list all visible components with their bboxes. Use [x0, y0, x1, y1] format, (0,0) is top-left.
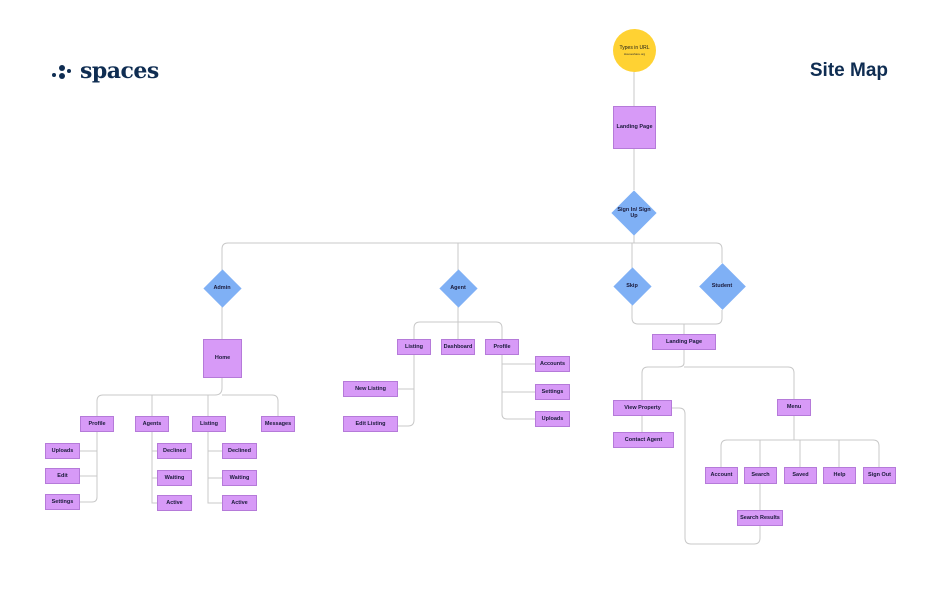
node-menu: Menu: [777, 399, 811, 416]
spaces-logo: spaces: [52, 58, 159, 84]
node-accounts: Accounts: [535, 356, 570, 372]
start-node: Types in URL Houseshare.org: [613, 29, 656, 72]
node-help: Help: [823, 467, 856, 484]
node-agent-dashboard: Dashboard: [441, 339, 475, 355]
node-landing-page: Landing Page: [613, 106, 656, 149]
node-new-listing: New Listing: [343, 381, 398, 397]
decision-skip-label: Skip: [626, 282, 638, 289]
node-admin-listing: Listing: [192, 416, 226, 432]
node-contact-agent: Contact Agent: [613, 432, 674, 448]
node-admin-messages: Messages: [261, 416, 295, 432]
node-agents-active: Active: [157, 495, 192, 511]
node-listing-declined: Declined: [222, 443, 257, 459]
node-admin-agents: Agents: [135, 416, 169, 432]
page-title: Site Map: [809, 60, 888, 81]
decision-agent-label: Agent: [450, 284, 466, 291]
start-url: Houseshare.org: [623, 52, 646, 56]
node-home: Home: [203, 339, 242, 378]
decision-admin: Admin: [202, 268, 242, 308]
node-agent-uploads: Uploads: [535, 411, 570, 427]
node-view-property: View Property: [613, 400, 672, 416]
node-search-results: Search Results: [737, 510, 783, 526]
node-admin-settings: Settings: [45, 494, 80, 510]
decision-student: Student: [698, 262, 746, 310]
decision-sign-in-label: Sign In/ Sign Up: [617, 206, 651, 219]
node-agents-waiting: Waiting: [157, 470, 192, 486]
node-agent-listing: Listing: [397, 339, 431, 355]
decision-skip: Skip: [612, 266, 652, 306]
node-admin-uploads: Uploads: [45, 443, 80, 459]
node-listing-waiting: Waiting: [222, 470, 257, 486]
node-admin-profile: Profile: [80, 416, 114, 432]
node-listing-active: Active: [222, 495, 257, 511]
node-student-landing: Landing Page: [652, 334, 716, 350]
decision-sign-in: Sign In/ Sign Up: [609, 190, 659, 236]
node-search: Search: [744, 467, 777, 484]
node-agent-profile: Profile: [485, 339, 519, 355]
decision-agent: Agent: [438, 268, 478, 308]
node-account: Account: [705, 467, 738, 484]
logo-dots-icon: [52, 62, 74, 80]
node-agents-declined: Declined: [157, 443, 192, 459]
node-agent-settings: Settings: [535, 384, 570, 400]
node-sign-out: Sign Out: [863, 467, 896, 484]
logo-text: spaces: [80, 58, 159, 84]
start-label: Types in URL: [619, 45, 650, 51]
decision-admin-label: Admin: [213, 284, 231, 291]
decision-student-label: Student: [711, 282, 733, 289]
node-saved: Saved: [784, 467, 817, 484]
node-edit-listing: Edit Listing: [343, 416, 398, 432]
node-admin-edit: Edit: [45, 468, 80, 484]
